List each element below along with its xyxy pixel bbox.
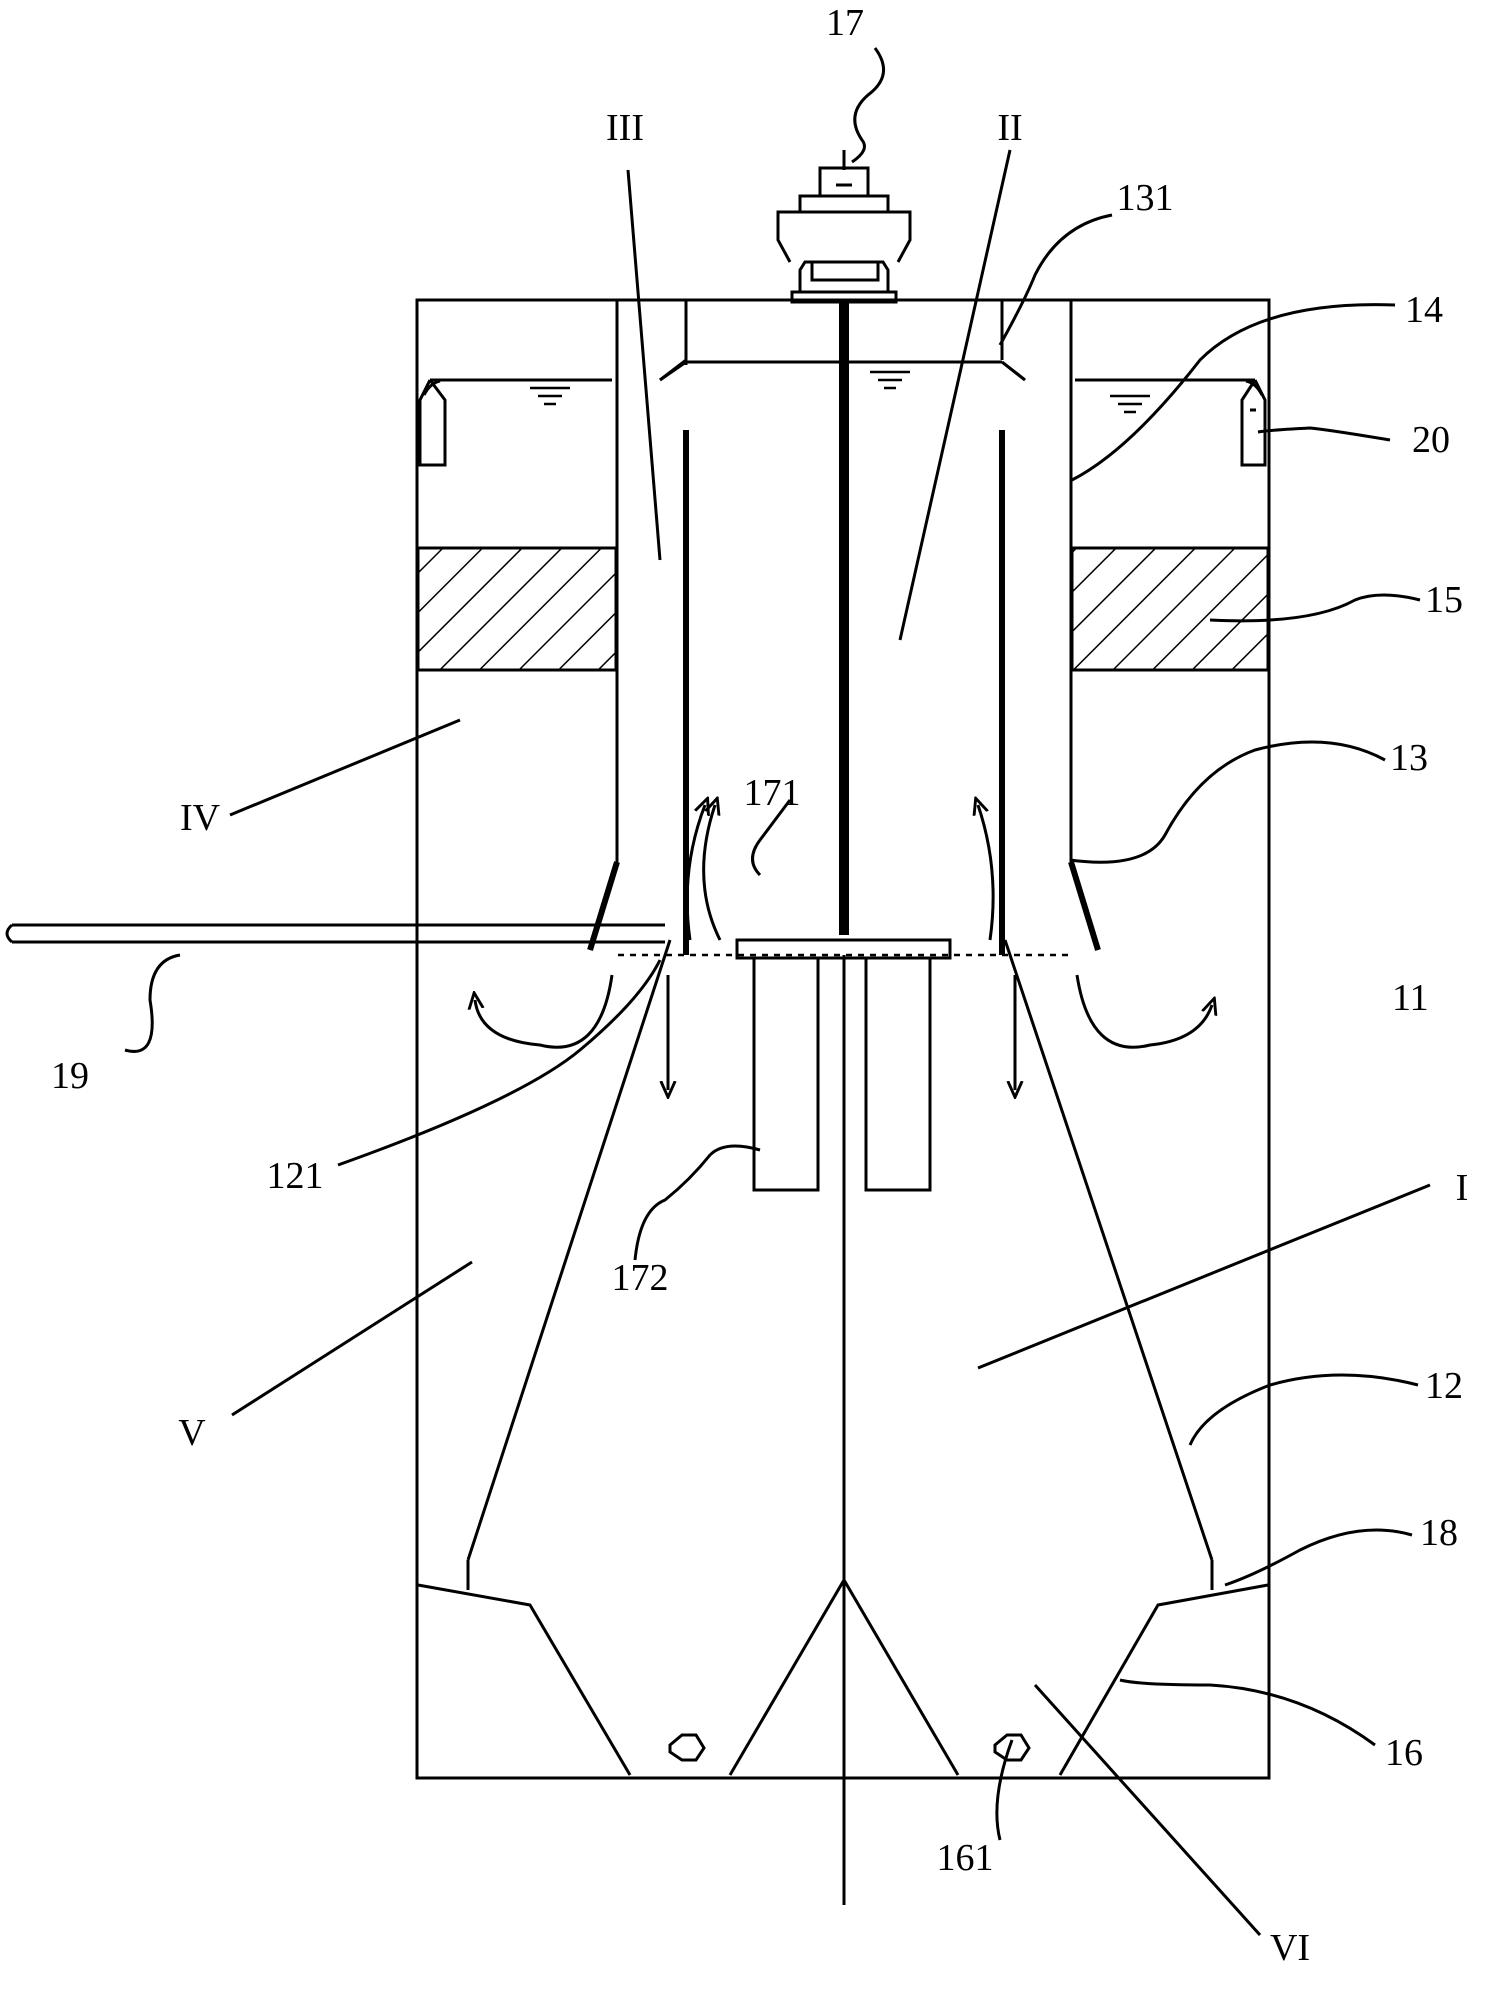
label-131: 131: [1117, 177, 1174, 219]
label-VI: VI: [1270, 1927, 1310, 1969]
label-II: II: [997, 107, 1022, 149]
inner-wall-13: [683, 300, 1005, 955]
leader-lines: [124, 47, 1431, 1937]
bottom-hopper: [417, 1577, 1269, 1776]
label-I: I: [1456, 1167, 1469, 1209]
sludge-outlet-161: [668, 1733, 1031, 1762]
label-13: 13: [1390, 737, 1428, 779]
label-17: 17: [826, 2, 864, 44]
label-IV: IV: [180, 797, 221, 839]
blade-172-right: [864, 956, 932, 1192]
label-161: 161: [937, 1837, 994, 1879]
flow-arrows: [475, 805, 1212, 1090]
label-16: 16: [1385, 1732, 1423, 1774]
label-11: 11: [1392, 977, 1429, 1019]
label-V: V: [178, 1412, 206, 1454]
label-19: 19: [51, 1055, 89, 1097]
settling-cone: [466, 939, 1214, 1590]
label-III: III: [606, 107, 644, 149]
label-12: 12: [1425, 1365, 1463, 1407]
label-18: 18: [1420, 1512, 1458, 1554]
label-14: 14: [1405, 289, 1443, 331]
label-15: 15: [1425, 579, 1463, 621]
label-121: 121: [267, 1155, 324, 1197]
label-172: 172: [612, 1257, 669, 1299]
motor-17: [776, 150, 912, 304]
overflow-weir-right: [1240, 379, 1267, 467]
water-surface-symbols: [530, 370, 1150, 414]
label-20: 20: [1412, 419, 1450, 461]
blade-172-left: [752, 956, 820, 1192]
outlet-pipe-19: [5, 923, 665, 944]
filler-block-right: [1070, 546, 1270, 672]
filler-block-left: [416, 546, 618, 672]
overflow-weir-left: [418, 379, 447, 467]
inner-wall-outer: [587, 300, 1101, 951]
label-171: 171: [744, 772, 801, 814]
